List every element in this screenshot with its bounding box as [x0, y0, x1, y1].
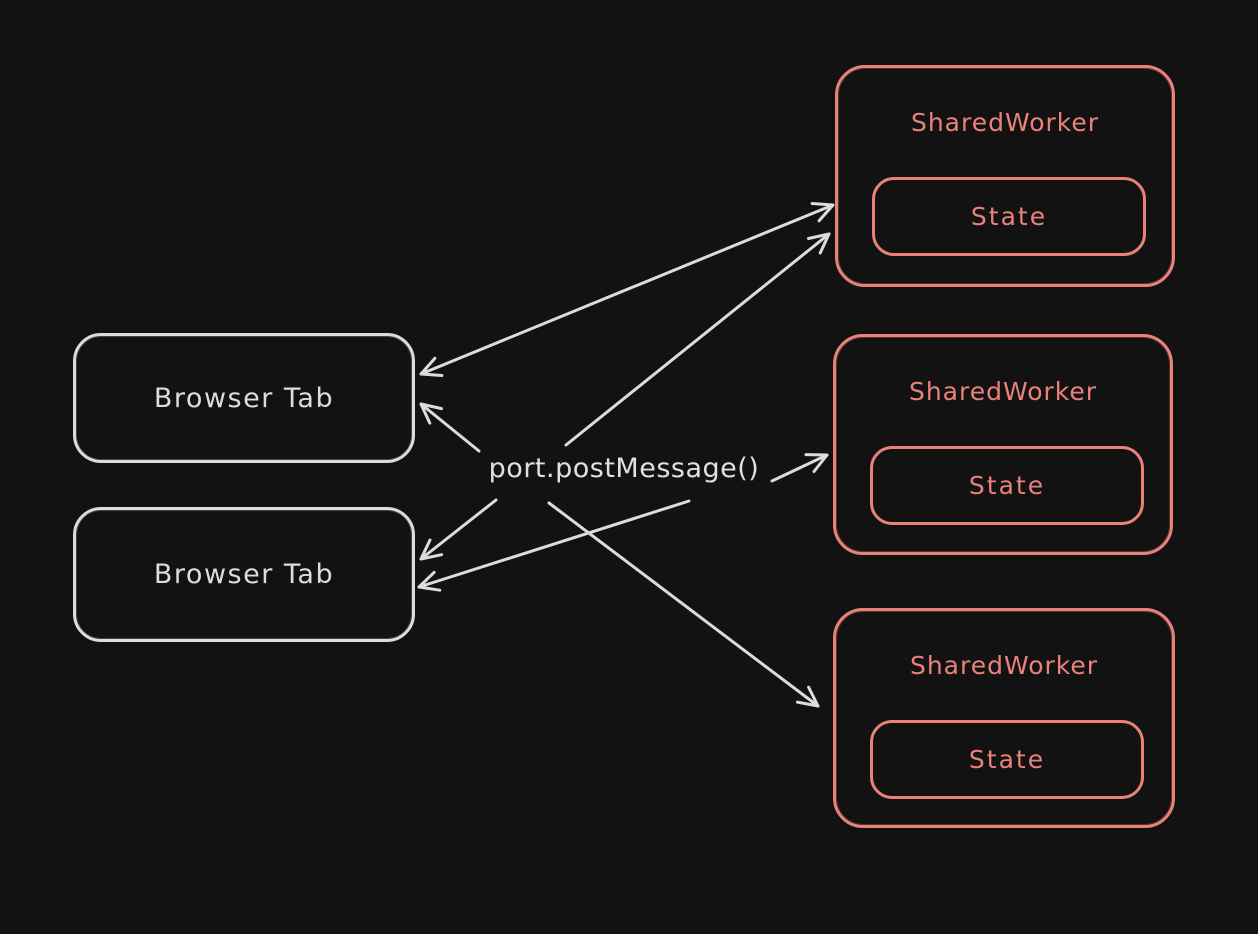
- shared-worker-3-box: SharedWorker State: [833, 608, 1175, 828]
- browser-tab-1-label: Browser Tab: [153, 382, 335, 414]
- arrow-center-to-tab1: [419, 402, 481, 453]
- shared-worker-3-state-label: State: [968, 745, 1046, 774]
- post-message-label: port.postMessage(): [488, 453, 760, 484]
- shared-worker-1-state-box: State: [872, 177, 1146, 256]
- shared-worker-1-label: SharedWorker: [910, 108, 1100, 137]
- shared-worker-2-box: SharedWorker State: [833, 334, 1173, 555]
- shared-worker-2-label: SharedWorker: [908, 377, 1098, 406]
- shared-worker-1-state-label: State: [970, 202, 1048, 231]
- browser-tab-2-box: Browser Tab: [73, 507, 415, 642]
- arrow-center-to-worker1: [564, 232, 831, 447]
- browser-tab-2-label: Browser Tab: [153, 559, 335, 590]
- shared-worker-1-box: SharedWorker State: [835, 65, 1175, 287]
- arrow-tab1-worker1-bidirectional: [419, 202, 835, 377]
- shared-worker-3-label: SharedWorker: [909, 651, 1099, 680]
- browser-tab-1-box: Browser Tab: [73, 333, 415, 463]
- shared-worker-3-state-box: State: [870, 720, 1144, 799]
- arrow-center-to-tab2-upper: [419, 498, 498, 561]
- arrow-center-to-worker3: [547, 501, 820, 708]
- shared-worker-2-state-label: State: [968, 471, 1046, 500]
- shared-worker-2-state-box: State: [870, 446, 1144, 525]
- arrow-center-to-tab2-lower: [417, 499, 691, 592]
- arrow-center-to-worker2: [770, 453, 829, 483]
